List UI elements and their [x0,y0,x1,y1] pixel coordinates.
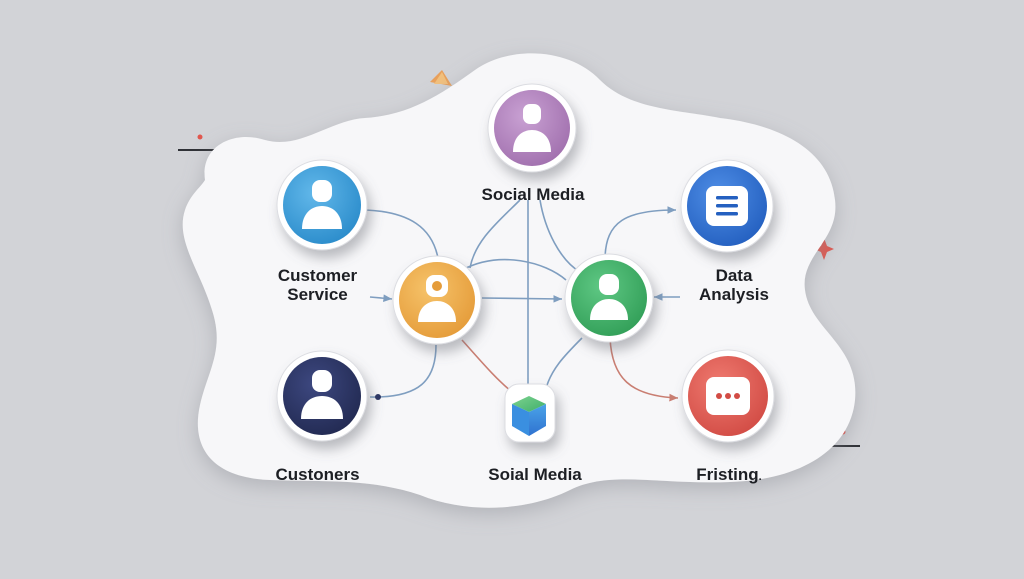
person-icon [513,104,551,152]
label-customer-service: Customer Service [277,266,358,304]
hub-left-badge [399,262,475,338]
person-with-head-dot-icon [418,275,456,322]
node-customer-service[interactable] [276,159,368,251]
connector-hubleft-to-hubright-cross [461,258,567,281]
person-icon [301,370,343,419]
node-hub-left[interactable] [392,255,482,345]
document-lines-icon [706,186,748,226]
connector-hubright-to-data [604,206,677,259]
hub-right-badge [571,260,647,336]
label-customers: Custoners [275,465,360,484]
person-icon [590,274,628,320]
connector-hubleft-to-bottom [461,339,513,393]
social-media-top-badge [494,90,570,166]
node-social-media-bottom[interactable] [504,383,556,443]
connector-top-to-hubleft [469,199,521,269]
node-fristing[interactable] [681,349,775,443]
person-icon [302,180,342,229]
node-customers[interactable] [276,350,368,442]
connector-customers-to-hubleft [369,344,437,398]
cube-icon [512,396,546,436]
label-social-media-bottom: Soial Media [488,465,582,484]
chat-dots-icon [706,377,750,415]
connector-hubright-to-fristing [609,337,679,402]
customer-service-badge [283,166,361,244]
node-data-analysis[interactable] [680,159,774,253]
connector-top-to-hubright [539,199,581,273]
red-dot-icon [197,134,203,140]
label-fristing: Fristing. [696,465,762,484]
node-hub-right[interactable] [564,253,654,343]
connector-arrow-to-hubleft [369,294,393,303]
label-social-media-top: Social Media [481,185,585,204]
connector-cs-to-hubleft [365,209,439,259]
red-sparkle-icon [814,238,834,260]
connector-hubleft-to-hubright [481,295,563,303]
label-data-analysis: Data Analysis [699,266,769,304]
node-social-media-top[interactable] [487,83,577,173]
